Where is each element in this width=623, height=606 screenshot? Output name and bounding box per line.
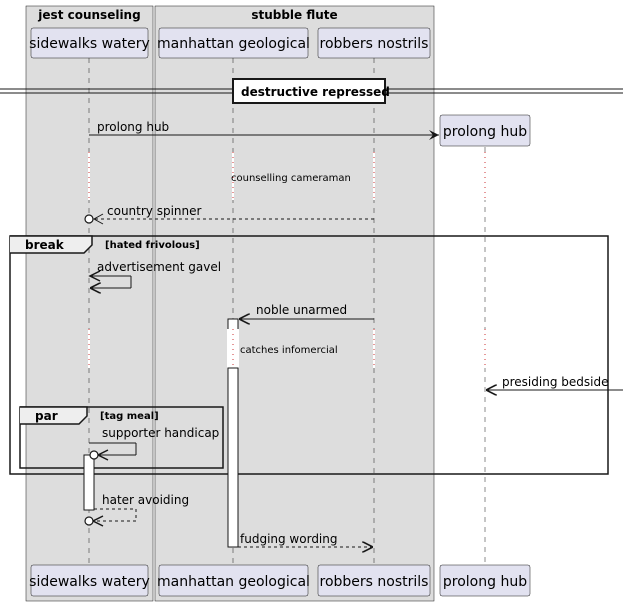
box-stubble-flute: stubble flute [154,5,435,602]
participant-label: prolong hub [443,574,527,590]
message-country-spinner: country spinner [84,204,374,225]
participant-label: sidewalks watery [29,36,150,52]
delay-catches-infomercial: catches infomercial [88,329,486,548]
participant-sidewalks-watery: sidewalks watery [29,27,150,59]
message-label: country spinner [107,204,202,218]
fragment-keyword: par [35,409,58,423]
message-label: hater avoiding [102,493,189,507]
participant-manhattan-geological: manhattan geological [157,27,310,59]
message-noble-unarmed: noble unarmed [239,303,374,319]
endpoint-circle-icon [84,214,94,224]
participant-label: robbers nostrils [320,36,429,52]
message-advertisement-gavel: advertisement gavel [88,260,221,288]
participant-robbers-nostrils-footer: robbers nostrils [317,564,431,597]
participant-label: sidewalks watery [29,574,150,590]
fragment-keyword: break [25,238,65,252]
participant-label: robbers nostrils [320,574,429,590]
message-label: noble unarmed [256,303,347,317]
fragment-par: par [tag meal] [19,406,224,469]
participant-manhattan-geological-footer: manhattan geological [157,564,310,597]
box-title: stubble flute [251,8,337,22]
separator: destructive repressed [0,78,623,104]
fragment-condition: [hated frivolous] [105,240,200,251]
activation-bar [83,454,95,511]
delay-label: catches infomercial [240,345,338,356]
endpoint-circle-icon [89,450,99,460]
message-label: supporter handicap [102,426,219,440]
participant-sidewalks-watery-footer: sidewalks watery [29,564,150,597]
delay-label: counselling cameraman [231,173,351,184]
endpoint-circle-icon [84,516,94,526]
separator-label: destructive repressed [241,85,390,99]
message-label: presiding bedside [502,375,608,389]
participant-label: manhattan geological [157,574,310,590]
participant-prolong-hub: prolong hub [439,114,531,147]
message-label: fudging wording [240,532,338,546]
participant-label: prolong hub [443,124,527,140]
participant-prolong-hub-footer: prolong hub [439,564,531,597]
message-presiding-bedside: presiding bedside [486,375,623,390]
box-title: jest counseling [37,8,140,22]
message-prolong-hub: prolong hub [89,120,439,140]
fragment-break: break [hated frivolous] [9,235,609,475]
box-jest-counseling: jest counseling [25,5,154,602]
participant-robbers-nostrils: robbers nostrils [317,27,431,59]
message-fudging-wording: fudging wording [238,532,373,547]
participant-label: manhattan geological [157,36,310,52]
message-hater-avoiding: hater avoiding [84,493,189,527]
message-label: advertisement gavel [97,260,221,274]
fragment-condition: [tag meal] [100,411,159,422]
message-label: prolong hub [97,120,169,134]
message-supporter-handicap: supporter handicap [89,426,219,461]
delay-counselling-cameraman: counselling cameraman [88,152,486,200]
